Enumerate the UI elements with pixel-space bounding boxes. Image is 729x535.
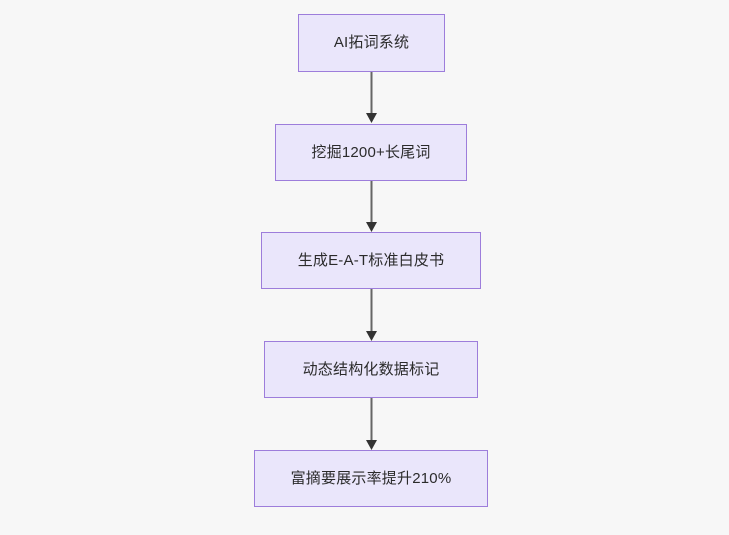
flowchart-node-generate-eat-whitepaper[interactable]: 生成E-A-T标准白皮书 [261, 232, 481, 289]
edge-n3-n4 [366, 289, 377, 341]
edge-n4-n5 [366, 398, 377, 450]
edge-n1-n2 [366, 72, 377, 123]
flowchart-node-rich-snippet-impression-lift[interactable]: 富摘要展示率提升210% [254, 450, 488, 507]
node-label: 生成E-A-T标准白皮书 [297, 251, 445, 269]
flowchart-node-mine-longtail-keywords[interactable]: 挖掘1200+长尾词 [275, 124, 467, 181]
node-label: AI拓词系统 [333, 34, 410, 51]
flowchart-node-ai-keyword-system[interactable]: AI拓词系统 [298, 14, 445, 72]
flowchart-node-dynamic-structured-data-markup[interactable]: 动态结构化数据标记 [264, 341, 478, 398]
node-label: 富摘要展示率提升210% [290, 469, 452, 487]
node-label: 动态结构化数据标记 [302, 360, 440, 378]
edge-n2-n3 [366, 181, 377, 232]
node-label: 挖掘1200+长尾词 [311, 143, 431, 161]
